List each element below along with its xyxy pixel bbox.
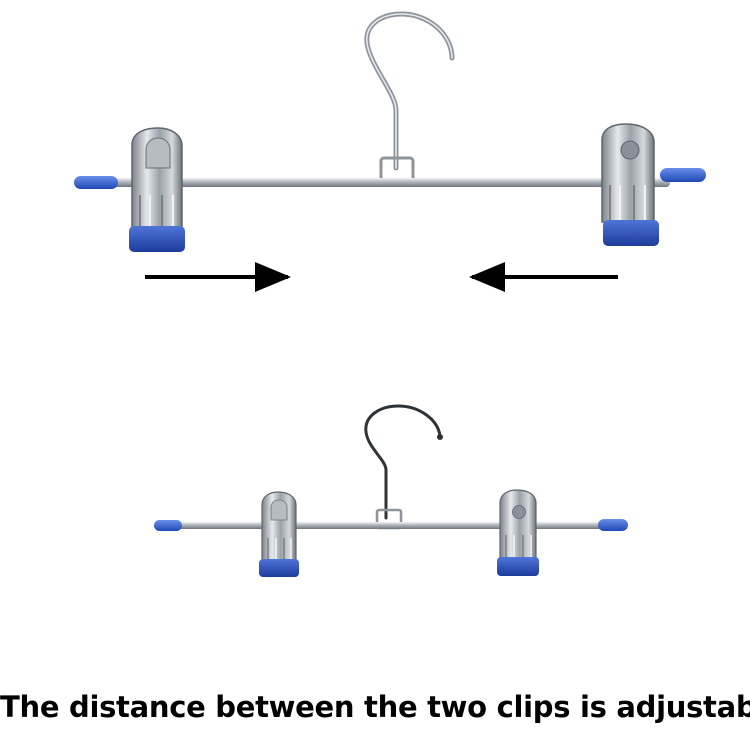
bar-end-cap-left bbox=[74, 176, 118, 189]
hanger-bar bbox=[110, 178, 670, 187]
clip-pad-left bbox=[259, 559, 299, 577]
clip-right bbox=[601, 123, 659, 246]
hanger-bar bbox=[170, 522, 610, 529]
bar-end-cap-right bbox=[598, 519, 628, 531]
clip-left bbox=[129, 127, 185, 252]
hook bbox=[364, 404, 442, 520]
clip-pad-left bbox=[129, 226, 185, 252]
hanger-wide bbox=[74, 11, 706, 252]
caption-text: The distance between the two clips is ad… bbox=[0, 690, 750, 724]
bar-end-cap-left bbox=[154, 520, 182, 531]
clip-pad-right bbox=[497, 557, 539, 576]
hook bbox=[364, 11, 455, 171]
bar-end-cap-right bbox=[660, 168, 706, 182]
clip-pad-right bbox=[603, 220, 659, 246]
hanger-narrow bbox=[154, 404, 628, 577]
clip-right bbox=[497, 489, 539, 576]
clip-left bbox=[259, 491, 299, 577]
hanger-illustration bbox=[74, 11, 706, 577]
